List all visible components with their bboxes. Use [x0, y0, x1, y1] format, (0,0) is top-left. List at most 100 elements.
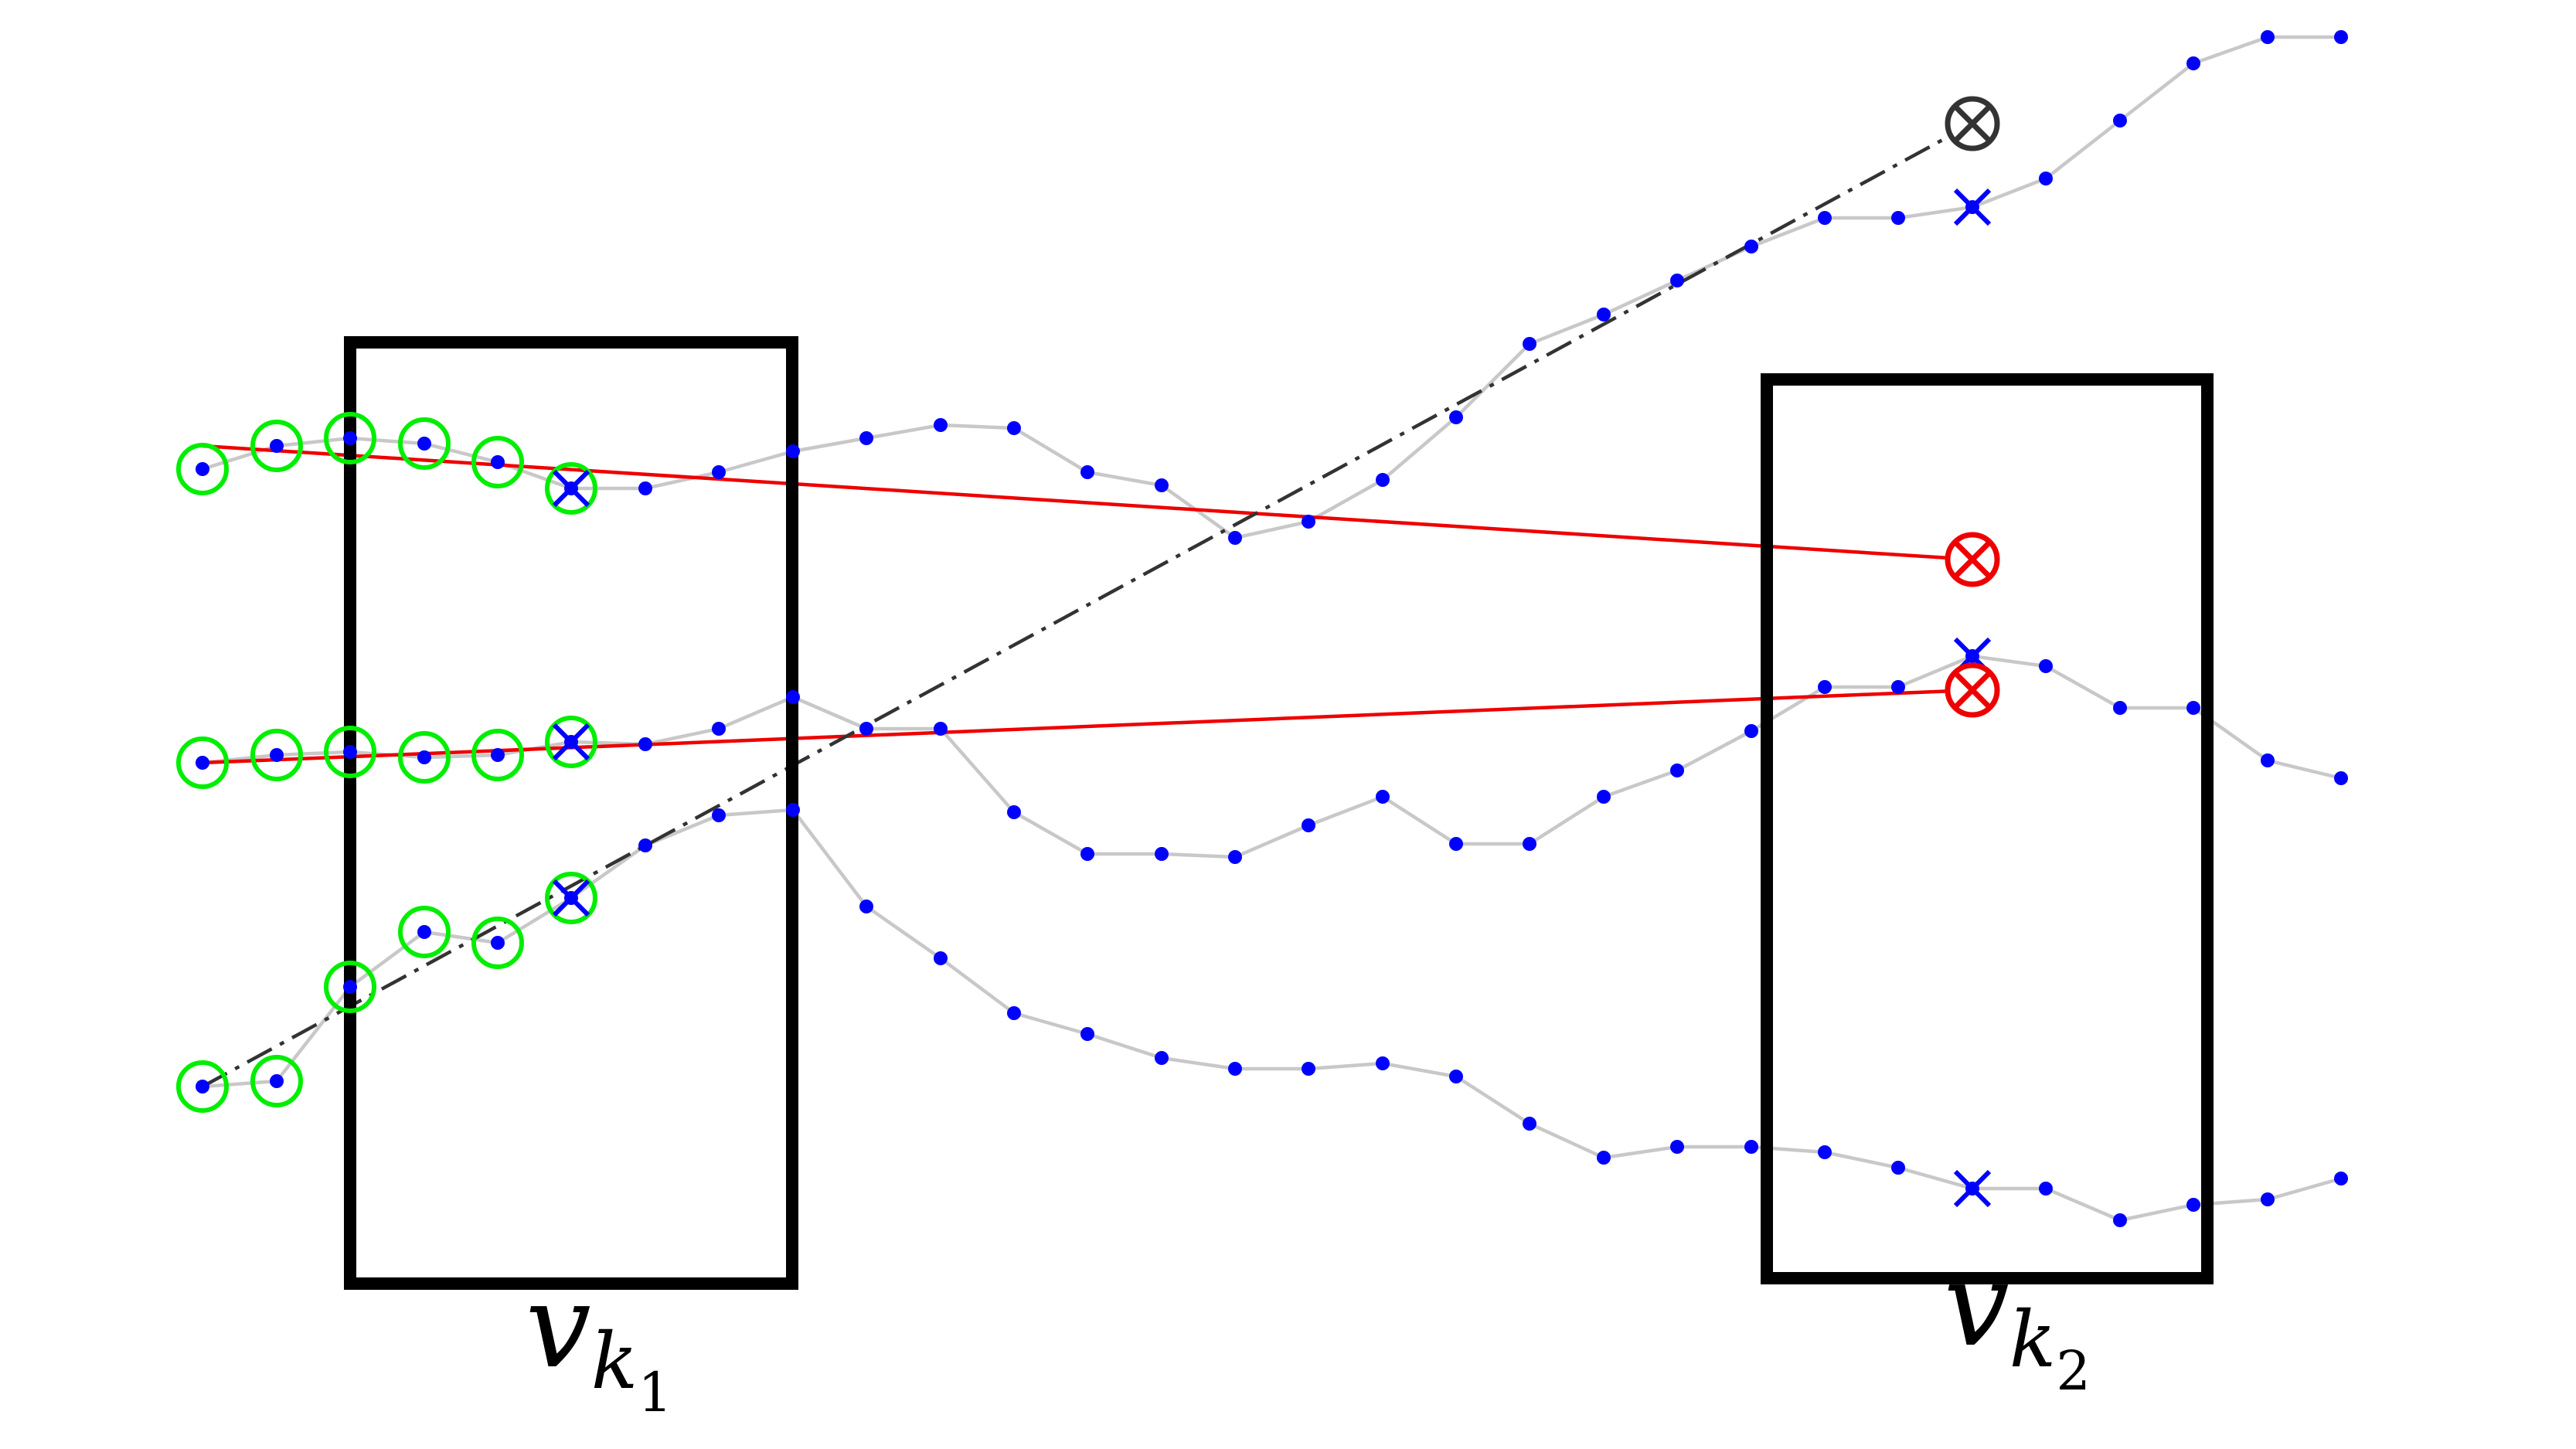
cross-stroke — [552, 723, 590, 761]
blue-dot-icon — [1080, 1027, 1094, 1041]
blue-dot-icon — [1597, 1151, 1611, 1165]
blue-dot-icon — [1670, 1140, 1684, 1154]
blue-dot-icon — [1818, 680, 1832, 694]
blue-dot-icon — [491, 748, 505, 762]
blue-dot-icon — [343, 431, 357, 445]
blue-dot-icon — [859, 722, 873, 736]
blue-dot-icon — [1670, 764, 1684, 777]
blue-dot-icon — [712, 808, 726, 822]
circled-x-icon-red-lower — [1945, 662, 2000, 718]
green-circle-icon — [545, 716, 597, 768]
blue-dot-icon — [2039, 1182, 2053, 1196]
blue-dot-icon — [1376, 1056, 1390, 1070]
blue-dot-icon — [2186, 1198, 2200, 1212]
blue-dot-icon — [417, 437, 431, 451]
green-circle-icon — [176, 443, 229, 495]
blue-dot-icon — [270, 1074, 284, 1088]
blue-dot-icon — [2186, 56, 2200, 70]
blue-dot-icon — [1818, 1145, 1832, 1159]
blue-dot-icon — [1449, 1070, 1463, 1083]
blue-dot-icon — [270, 439, 284, 453]
blue-dot-icon — [1080, 465, 1094, 479]
blue-dot-icon — [1523, 837, 1536, 851]
blue-dot-icon — [2113, 701, 2127, 715]
circled-x-icon-gray — [1945, 96, 2000, 151]
blue-dot-icon — [1523, 337, 1536, 351]
blue-dot-icon — [2261, 753, 2275, 767]
blue-dot-icon — [1155, 1051, 1169, 1065]
markers — [176, 96, 2000, 1208]
green-circle-icon — [545, 462, 597, 515]
blue-cross-icon — [1953, 188, 1992, 226]
green-circle-icon — [250, 1055, 303, 1107]
blue-dot-icon — [2039, 659, 2053, 673]
blue-dot-icon — [2113, 1213, 2127, 1227]
prediction-line-red-upper — [202, 444, 1973, 562]
blue-dot-icon — [1228, 1062, 1242, 1076]
blue-dot-icon — [1007, 421, 1021, 435]
blue-dot-icon — [1818, 211, 1832, 225]
blue-dot-icon — [2334, 771, 2348, 785]
blue-dot-icon — [934, 951, 948, 965]
trajectory-top-line — [202, 35, 2341, 540]
blue-dot-icon — [859, 431, 873, 445]
blue-dot-icon — [196, 1080, 209, 1094]
blue-cross-icon — [552, 469, 590, 508]
green-circle-icon — [471, 436, 524, 488]
trajectory-points — [196, 30, 2348, 1227]
blue-dot-icon — [786, 690, 800, 704]
blue-dot-icon — [712, 465, 726, 479]
green-circle-icon — [398, 417, 451, 470]
blue-dot-icon — [712, 722, 726, 736]
blue-dot-icon — [2334, 1172, 2348, 1185]
blue-dot-icon — [1228, 531, 1242, 545]
blue-dot-icon — [1080, 847, 1094, 861]
circled-x-stroke — [1953, 671, 1992, 709]
green-circle-icon — [176, 736, 229, 789]
blue-dot-icon — [1744, 1140, 1758, 1154]
blue-dot-icon — [343, 745, 357, 759]
trajectory-lines — [202, 35, 2342, 1223]
blue-dot-icon — [2186, 701, 2200, 715]
blue-dot-icon — [1302, 818, 1315, 832]
green-circle-icon — [250, 729, 303, 781]
region-boxes — [344, 336, 2214, 1290]
blue-dot-icon — [934, 722, 948, 736]
blue-dot-icon — [417, 925, 431, 939]
blue-dot-icon — [1891, 680, 1905, 694]
green-circle-icon — [398, 731, 451, 784]
blue-dot-icon — [934, 418, 948, 432]
blue-dot-icon — [1228, 850, 1242, 864]
blue-dot-icon — [1155, 478, 1169, 492]
cross-stroke — [552, 469, 590, 508]
blue-dot-icon — [196, 462, 209, 476]
green-circle-icon — [471, 917, 524, 969]
blue-dot-icon — [786, 803, 800, 817]
prediction-line-red-lower — [202, 688, 1973, 765]
blue-dot-icon — [786, 444, 800, 458]
blue-dot-icon — [1007, 1006, 1021, 1020]
blue-dot-icon — [491, 455, 505, 469]
blue-dot-icon — [1744, 724, 1758, 738]
circled-x-stroke — [1953, 104, 1992, 143]
blue-dot-icon — [1376, 473, 1390, 487]
blue-dot-icon — [638, 737, 652, 751]
blue-dot-icon — [638, 481, 652, 495]
blue-cross-icon — [552, 879, 590, 917]
green-circle-icon — [324, 412, 376, 464]
green-circle-icon — [471, 729, 524, 781]
cross-stroke — [1953, 1169, 1992, 1208]
blue-dot-icon — [1891, 211, 1905, 225]
blue-cross-icon — [552, 723, 590, 761]
blue-dot-icon — [2039, 172, 2053, 185]
blue-dot-icon — [1449, 837, 1463, 851]
blue-dot-icon — [859, 900, 873, 913]
blue-dot-icon — [1376, 790, 1390, 804]
blue-dot-icon — [270, 748, 284, 762]
prediction-line-dashdot — [201, 122, 1974, 1088]
blue-dot-icon — [1891, 1161, 1905, 1175]
trajectory-bottom-line — [202, 808, 2342, 1223]
blue-dot-icon — [2113, 114, 2127, 128]
blue-dot-icon — [1007, 805, 1021, 819]
